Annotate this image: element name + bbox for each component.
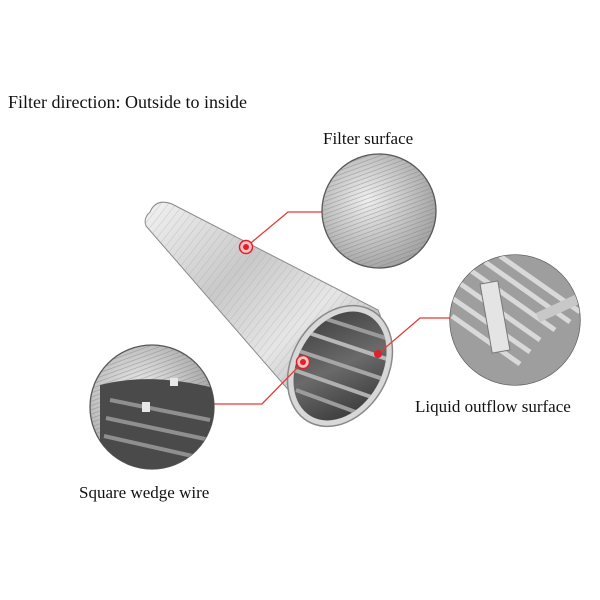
square-wedge-wire-leader-line bbox=[214, 361, 304, 405]
square-wedge-wire-callout bbox=[89, 344, 311, 470]
liquid-outflow-marker bbox=[374, 350, 382, 358]
filter-surface-label: Filter surface bbox=[323, 129, 414, 148]
liquid-outflow-leader-line bbox=[377, 317, 452, 355]
filter-surface-leader-line bbox=[245, 211, 324, 248]
liquid-outflow-callout bbox=[374, 254, 581, 386]
filter-surface-callout bbox=[238, 153, 437, 269]
page-heading: Filter direction: Outside to inside bbox=[8, 92, 247, 112]
liquid-outflow-surface-label: Liquid outflow surface bbox=[415, 397, 571, 416]
screen-tube bbox=[144, 201, 394, 428]
square-wedge-wire-label: Square wedge wire bbox=[79, 483, 210, 502]
